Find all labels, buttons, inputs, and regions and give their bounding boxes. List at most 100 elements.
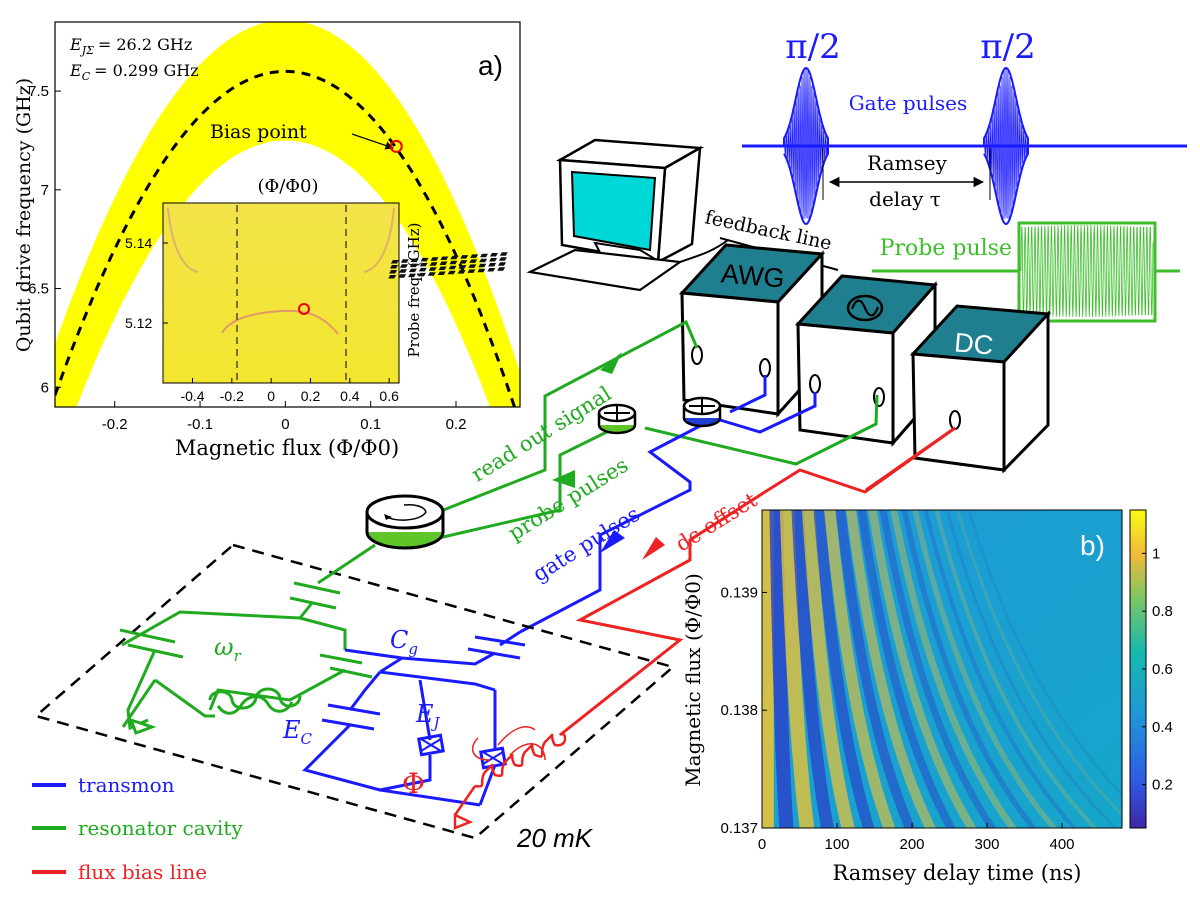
keyboard-key [417,272,426,277]
keyboard-key [498,257,507,261]
monitor-screen [570,170,657,252]
colorbar-tick-label: 0.8 [1152,603,1173,620]
keyboard-key [488,263,497,267]
keyboard-key [390,260,399,264]
awg-port-2[interactable] [759,358,771,378]
fringe-max [801,510,855,828]
inset-ytick-label: 5.12 [125,315,152,331]
bias-point-marker [389,139,403,153]
fringe-min [857,510,956,828]
panel-a-label: a) [478,50,503,81]
legend-label-transmon: transmon [78,773,175,797]
keyboard-key [388,275,397,279]
keyboard-key [408,268,417,273]
keyboard-key [489,253,498,257]
colorbar-tick-label: 1 [1152,545,1160,562]
fringe-min [835,510,915,828]
panel-a-frame [54,21,521,408]
fringe-max [824,510,895,828]
keyboard-key [419,262,428,267]
dc-label: DC [953,327,994,360]
keyboard-key [479,258,488,263]
keyboard-key [399,264,408,268]
panel-a-xtick-label: 0 [281,416,289,433]
fringe-max [956,510,1122,817]
fringe-min [791,510,834,828]
panel-a-xtick-label: -0.2 [102,416,128,433]
keyboard-key [400,259,409,263]
probe-pulse-label: Probe pulse [880,236,1012,261]
panel-a-ytick-label: 7.5 [28,83,49,100]
awg-port-1[interactable] [691,345,703,365]
gate-pulse-right [983,66,1029,226]
ej-label: EJ [415,700,441,732]
keyboard-key [477,268,486,273]
generator-gate-line [719,392,817,434]
dc-port[interactable] [949,410,961,430]
frequency-band [55,22,520,407]
keyboard-key [408,273,417,278]
panel-b-ytick-label: 0.139 [720,584,758,601]
ramsey-fringes [762,510,1122,828]
panel-a-ylabel: Qubit drive frequency (GHz) [13,78,35,352]
gate-pulse-left [783,66,829,226]
gate-pulse-envelope [783,66,829,226]
keyboard-key [487,268,496,272]
panel-b-ytick-label: 0.137 [720,820,758,837]
inset-branch-left [167,207,199,273]
keyboard-key [469,259,478,263]
panel-a-xlabel: Magnetic flux (Φ/Φ0) [175,436,399,460]
panel-b-ytick-label: 0.138 [720,702,758,719]
keyboard-key [409,263,418,268]
flux-coil [453,726,567,830]
fringe-max [846,510,936,828]
keyboard-key [448,265,457,270]
keyboard-keys [388,252,508,279]
gate-pulse-oscillation [783,67,829,220]
keyboard-key [450,255,459,260]
fringe-min [879,510,996,828]
keyboard-key [470,254,479,258]
qubit-frequency-curve [55,69,517,407]
keyboard-key [449,260,458,265]
pi2-left-label: π/2 [785,27,840,67]
dc-offset-arrow [642,537,665,560]
inset-xtick-label: -0.2 [220,388,244,404]
keyboard-key [499,252,508,256]
inset-xtick-label: 0.6 [379,388,399,404]
dc-offset-label: dc offset [671,487,761,556]
gate-pulses-arrow [600,530,625,553]
keyboard-key [430,257,439,261]
delay-label: delay τ [869,187,941,211]
fringe-min [901,510,1036,828]
panel-b-label: b) [1080,530,1105,561]
inset-ytick-label: 5.14 [125,235,152,251]
keyboard-key [427,272,436,276]
awg-gate-line [729,375,767,414]
panel-a-xtick-label: 0.2 [446,416,467,433]
keyboard-key [478,263,487,268]
colorbar-tick-label: 0.6 [1152,661,1173,678]
mixer-green [597,403,637,435]
readout-line [417,319,699,522]
fringe-min [769,510,794,828]
probe-pulse-envelope [1017,221,1157,323]
phi-label: Φ [402,767,425,800]
cg-label: Cg [390,626,418,658]
sine-wave-glyph [850,299,880,317]
ec-label: EC [282,716,313,748]
computer [388,138,729,292]
circuit: ωr Cg EC EJ Φ 20 mK [33,543,676,853]
keyboard-key [437,271,446,275]
dc-box: DC [909,304,1052,474]
cryostat-boundary [33,543,676,840]
keyboard-key [480,253,489,258]
fringe-min [967,510,1122,797]
ramsey-label: Ramsey [867,151,948,175]
generator-port-1[interactable] [809,374,821,394]
keyboard-key [420,257,429,262]
